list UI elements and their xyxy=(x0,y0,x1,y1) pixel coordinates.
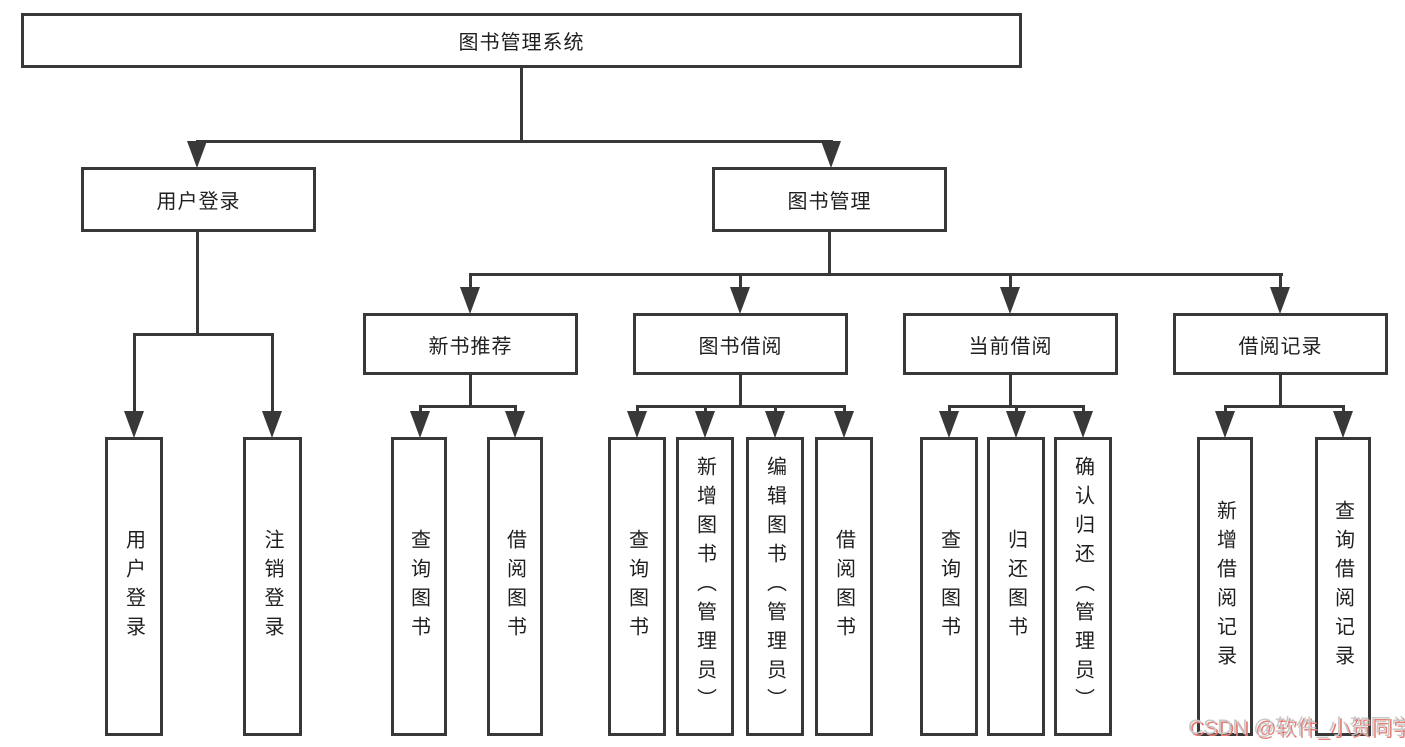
leaf-label: 注销登录 xyxy=(261,528,283,645)
arrow-down-icon xyxy=(1000,287,1020,314)
node-new-book-recommend: 新书推荐 xyxy=(363,313,578,375)
leaf-label: 查询图书 xyxy=(625,528,648,645)
connector-line xyxy=(271,333,274,418)
leaf-label: 查询图书 xyxy=(407,528,430,645)
leaf-label: 编辑图书（管理员） xyxy=(763,456,786,717)
leaf-label: 新增图书（管理员） xyxy=(693,456,716,717)
node-label: 图书管理系统 xyxy=(458,32,585,54)
node-book-management: 图书管理 xyxy=(712,167,947,232)
leaf-label: 查询借阅记录 xyxy=(1331,499,1354,674)
connector-line xyxy=(469,273,1283,276)
connector-line xyxy=(469,375,472,408)
node-label: 借阅记录 xyxy=(1238,335,1323,358)
leaf-query-books-recommend: 查询图书 xyxy=(391,437,447,736)
arrow-down-icon xyxy=(505,411,525,438)
csdn-watermark: CSDN @软件_小贺同学 xyxy=(1188,716,1405,739)
arrow-down-icon xyxy=(1270,287,1290,314)
connector-line xyxy=(196,140,833,143)
arrow-down-icon xyxy=(187,141,207,168)
connector-line xyxy=(469,273,472,291)
leaf-query-borrow-record: 查询借阅记录 xyxy=(1315,437,1371,736)
leaf-label: 借阅图书 xyxy=(832,528,855,645)
connector-line xyxy=(636,405,846,408)
connector-line xyxy=(419,405,517,408)
connector-line xyxy=(739,273,742,291)
leaf-return-book: 归还图书 xyxy=(987,437,1045,736)
leaf-confirm-return-admin: 确认归还（管理员） xyxy=(1054,437,1112,736)
arrow-down-icon xyxy=(765,411,785,438)
leaf-edit-book-admin: 编辑图书（管理员） xyxy=(746,437,804,736)
leaf-logout: 注销登录 xyxy=(243,437,302,736)
arrow-down-icon xyxy=(262,411,282,438)
leaf-label: 确认归还（管理员） xyxy=(1071,456,1094,717)
node-label: 新书推荐 xyxy=(428,335,513,358)
leaf-borrow-books-recommend: 借阅图书 xyxy=(487,437,543,736)
connector-line xyxy=(133,333,274,336)
arrow-down-icon xyxy=(1006,411,1026,438)
node-user-login: 用户登录 xyxy=(81,167,316,232)
connector-line xyxy=(1279,375,1282,408)
connector-line xyxy=(739,375,742,408)
connector-line xyxy=(133,333,136,418)
arrow-down-icon xyxy=(1333,411,1353,438)
connector-line xyxy=(520,68,523,143)
arrow-down-icon xyxy=(124,411,144,438)
arrow-down-icon xyxy=(939,411,959,438)
leaf-user-login: 用户登录 xyxy=(105,437,163,736)
leaf-query-books-current: 查询图书 xyxy=(920,437,978,736)
arrow-down-icon xyxy=(730,287,750,314)
arrow-down-icon xyxy=(1073,411,1093,438)
leaf-label: 用户登录 xyxy=(122,528,145,645)
connector-line xyxy=(1009,273,1012,291)
arrow-down-icon xyxy=(410,411,430,438)
leaf-borrow-book: 借阅图书 xyxy=(815,437,873,736)
leaf-label: 归还图书 xyxy=(1004,528,1027,645)
leaf-label: 借阅图书 xyxy=(503,528,526,645)
arrow-down-icon xyxy=(1215,411,1235,438)
node-label: 用户登录 xyxy=(156,191,241,213)
arrow-down-icon xyxy=(821,141,841,168)
connector-line xyxy=(828,232,831,276)
node-root: 图书管理系统 xyxy=(21,13,1022,68)
leaf-add-borrow-record: 新增借阅记录 xyxy=(1197,437,1253,736)
connector-line xyxy=(196,232,199,336)
node-label: 图书借阅 xyxy=(698,335,783,358)
arrow-down-icon xyxy=(695,411,715,438)
node-current-borrow: 当前借阅 xyxy=(903,313,1118,375)
node-label: 图书管理 xyxy=(787,191,872,213)
leaf-label: 新增借阅记录 xyxy=(1213,499,1236,674)
connector-line xyxy=(1009,375,1012,408)
node-label: 当前借阅 xyxy=(968,335,1053,358)
leaf-label: 查询图书 xyxy=(937,528,960,645)
connector-line xyxy=(1224,405,1345,408)
leaf-query-books-borrow: 查询图书 xyxy=(608,437,666,736)
node-book-borrow: 图书借阅 xyxy=(633,313,848,375)
leaf-add-book-admin: 新增图书（管理员） xyxy=(676,437,734,736)
arrow-down-icon xyxy=(834,411,854,438)
node-borrow-records: 借阅记录 xyxy=(1173,313,1388,375)
connector-line xyxy=(1279,273,1282,291)
arrow-down-icon xyxy=(627,411,647,438)
arrow-down-icon xyxy=(460,287,480,314)
